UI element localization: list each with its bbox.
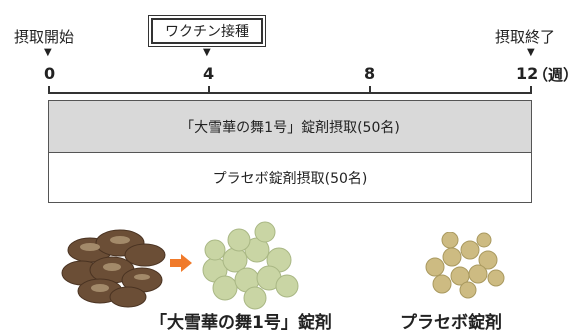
treatment-caption: 「大雪華の舞1号」錠剤 — [150, 313, 332, 333]
timeline-axis — [48, 92, 532, 94]
start-label: 摂取開始 — [14, 28, 75, 46]
axis-tick — [208, 86, 210, 92]
unit-label: （週） — [533, 66, 577, 84]
placebo-group-bar: プラセボ錠剤摂取(50名) — [48, 153, 532, 203]
treatment-tablets-image — [202, 221, 299, 310]
tick-label-0: 0 — [44, 64, 56, 83]
treatment-group-bar: 「大雪華の舞1号」錠剤摂取(50名) — [48, 100, 532, 153]
mushroom-image — [61, 229, 166, 308]
placebo-group-label: プラセボ錠剤摂取(50名) — [212, 170, 368, 187]
axis-tick — [369, 86, 371, 92]
vaccine-label: ワクチン接種 — [165, 24, 249, 40]
placebo-tablets-image — [425, 232, 505, 299]
axis-tick — [530, 86, 532, 92]
end-label: 摂取終了 — [495, 28, 556, 46]
arrow-right-icon — [170, 254, 192, 272]
tick-label-8: 8 — [364, 64, 376, 83]
start-arrow-icon: ▼ — [44, 47, 52, 58]
tick-label-12: 12 — [516, 64, 539, 83]
treatment-group-label: 「大雪華の舞1号」錠剤摂取(50名) — [180, 119, 400, 136]
vaccine-arrow-icon: ▼ — [203, 47, 211, 58]
tick-label-4: 4 — [203, 64, 215, 83]
vaccine-label-box: ワクチン接種 — [151, 18, 263, 44]
placebo-caption: プラセボ錠剤 — [400, 313, 502, 333]
end-arrow-icon: ▼ — [527, 47, 535, 58]
axis-tick — [48, 86, 50, 92]
